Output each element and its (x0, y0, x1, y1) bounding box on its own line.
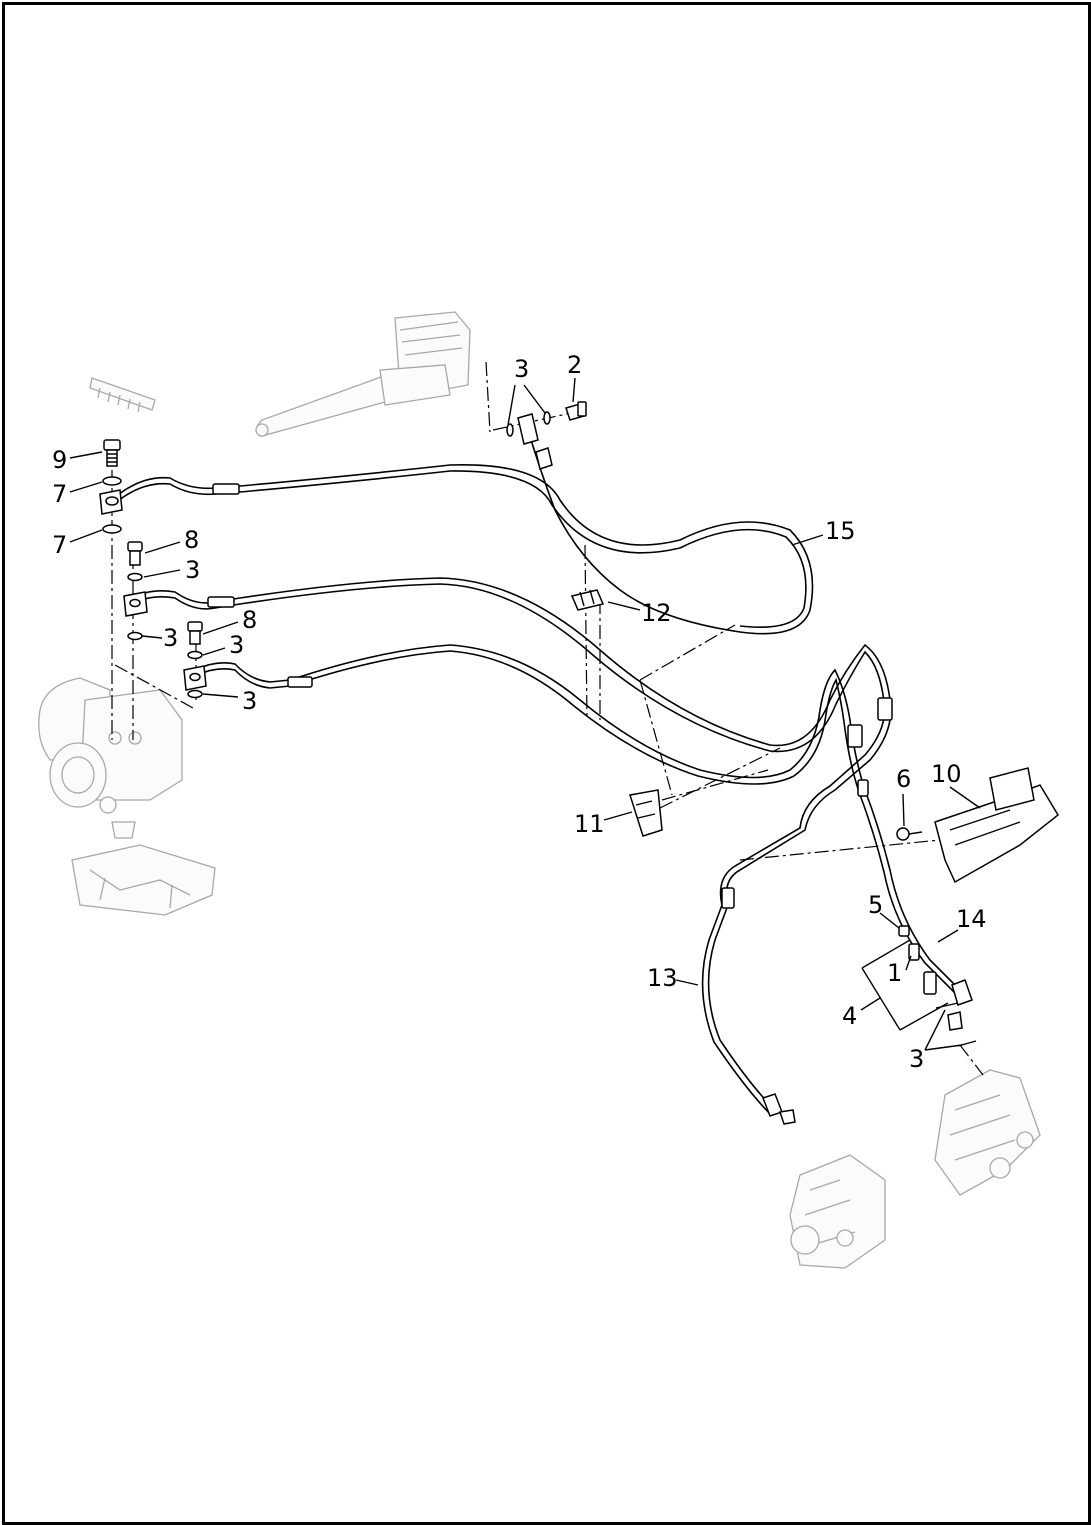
washers-7 (102, 476, 122, 534)
banjo-bolt-8-upper (127, 541, 143, 582)
bleeder-valve-1 (908, 943, 937, 995)
callout-3-bottom: 3 (909, 1045, 924, 1073)
callout-13: 13 (647, 964, 678, 992)
callout-14: 14 (956, 905, 987, 933)
banjo-fitting-upper (99, 489, 123, 515)
front-caliper-right-reference (934, 1069, 1041, 1196)
banjo-fitting-lower (183, 665, 207, 699)
callout-12: 12 (641, 599, 672, 627)
washers-3-top (506, 411, 551, 437)
assembly-centerlines (111, 361, 984, 1076)
bracket-10 (934, 767, 1059, 884)
brake-hose-lower (195, 644, 973, 1031)
callout-7-upper: 7 (52, 480, 67, 508)
master-cylinder-reference (255, 311, 471, 437)
callout-10: 10 (931, 760, 962, 788)
callout-11: 11 (574, 810, 605, 838)
abs-module-reference (38, 677, 183, 839)
banjo-bolt-8-lower (187, 621, 203, 660)
front-caliper-left-reference (789, 1154, 886, 1269)
callout-3-a: 3 (185, 556, 200, 584)
screw-6 (896, 827, 923, 841)
callout-9: 9 (52, 446, 67, 474)
callout-7-lower: 7 (52, 531, 67, 559)
bleeder-valve-5 (898, 925, 910, 937)
callout-8-upper: 8 (184, 526, 199, 554)
callout-4: 4 (842, 1002, 857, 1030)
clip-12 (570, 589, 605, 611)
callout-1: 1 (887, 959, 902, 987)
callout-labels: 9 7 7 8 3 3 8 3 3 3 2 15 12 11 10 6 5 14… (52, 351, 987, 1073)
callout-3-b: 3 (163, 624, 178, 652)
banjo-fitting-middle (123, 591, 148, 641)
callout-6: 6 (896, 765, 911, 793)
bracket-11 (629, 789, 663, 837)
kit-4-bracket (861, 939, 949, 1031)
banjo-bolt-2 (565, 401, 587, 421)
banjo-bolt-9 (103, 439, 121, 467)
callout-15: 15 (825, 517, 856, 545)
callout-8-lower: 8 (242, 606, 257, 634)
callout-3-top: 3 (514, 355, 529, 383)
leader-lines (69, 377, 981, 1051)
brake-hose-15 (111, 413, 814, 635)
callout-3-d: 3 (242, 687, 257, 715)
abs-bracket-reference (71, 844, 216, 916)
callout-5: 5 (868, 891, 883, 919)
callout-3-c: 3 (229, 631, 244, 659)
wire-clip-reference (89, 377, 156, 413)
callout-2: 2 (567, 351, 582, 379)
